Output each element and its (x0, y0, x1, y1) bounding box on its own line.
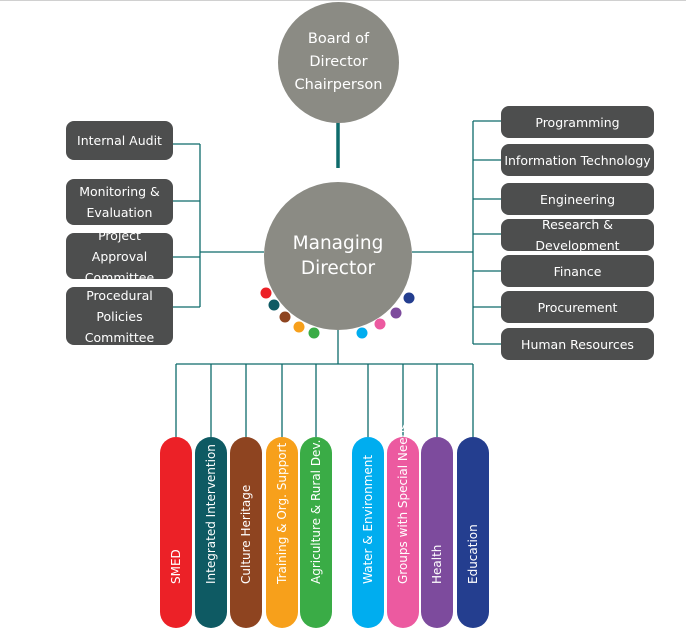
committee-label: Project Approval (91, 227, 148, 264)
dept-programming: Programming (501, 106, 654, 138)
dept-label: Information Technology (504, 152, 651, 168)
committee-label: Evaluation (86, 205, 153, 220)
committee-procedural-policies: Procedural Policies Committee (66, 287, 173, 345)
md-line-1: Managing (292, 233, 384, 254)
committee-label: Procedural Policies (86, 287, 153, 324)
dept-label: Procurement (537, 299, 618, 315)
board-chairperson-node: Board of Director Chairperson (278, 2, 399, 123)
dept-label: Human Resources (521, 336, 634, 352)
program-culture-heritage: Culture Heritage (230, 437, 262, 628)
program-label: Education (466, 524, 480, 584)
program-label: Integrated Intervention (204, 444, 218, 584)
committee-internal-audit: Internal Audit (66, 121, 173, 160)
committee-monitoring-evaluation: Monitoring & Evaluation (66, 179, 173, 225)
board-line-3: Chairperson (294, 77, 383, 93)
committee-label: Committee (84, 269, 155, 285)
dept-finance: Finance (501, 255, 654, 287)
program-water-environment: Water & Environment (352, 437, 384, 628)
program-color-dot (293, 321, 305, 333)
managing-director-node: Managing Director (264, 182, 412, 330)
committee-label: Monitoring & (79, 184, 160, 199)
program-label: Water & Environment (361, 454, 375, 584)
program-label: SMED (169, 549, 183, 584)
committee-label: Committee (84, 329, 155, 345)
program-color-dot (260, 287, 272, 299)
committee-label: Internal Audit (77, 133, 162, 148)
program-color-dot (374, 318, 386, 330)
program-color-dot (390, 307, 402, 319)
board-line-2: Director (309, 54, 368, 70)
program-label: Culture Heritage (239, 484, 253, 584)
md-line-2: Director (300, 258, 376, 279)
program-education: Education (457, 437, 489, 628)
program-integrated-intervention: Integrated Intervention (195, 437, 227, 628)
program-groups-special-needs: Groups with Special Needs (387, 423, 419, 628)
board-line-1: Board of (307, 31, 370, 47)
committee-project-approval: Project Approval Committee (66, 228, 173, 285)
program-health: Health (421, 437, 453, 628)
program-label: Agriculture & Rural Dev. (309, 439, 323, 584)
dept-information-technology: Information Technology (501, 144, 654, 176)
program-training-org-support: Training & Org. Support (266, 437, 298, 628)
dept-research-development: Research & Development (501, 217, 654, 253)
dept-label: Finance (553, 263, 602, 279)
top-rule (0, 0, 686, 1)
program-color-dot (308, 327, 320, 339)
program-color-dot (403, 292, 415, 304)
program-label: Training & Org. Support (275, 442, 289, 584)
program-color-dot (268, 299, 280, 311)
program-label: Health (430, 544, 444, 584)
program-smed: SMED (160, 437, 192, 628)
dept-human-resources: Human Resources (501, 328, 654, 360)
dept-label: Programming (535, 114, 620, 130)
program-color-dot (356, 327, 368, 339)
dept-label: Research & Development (535, 217, 620, 253)
dept-engineering: Engineering (501, 183, 654, 215)
program-color-dot (279, 311, 291, 323)
dept-label: Engineering (540, 191, 615, 207)
dept-procurement: Procurement (501, 291, 654, 323)
program-label: Groups with Special Needs (396, 423, 410, 584)
program-agriculture-rural-dev: Agriculture & Rural Dev. (300, 437, 332, 628)
